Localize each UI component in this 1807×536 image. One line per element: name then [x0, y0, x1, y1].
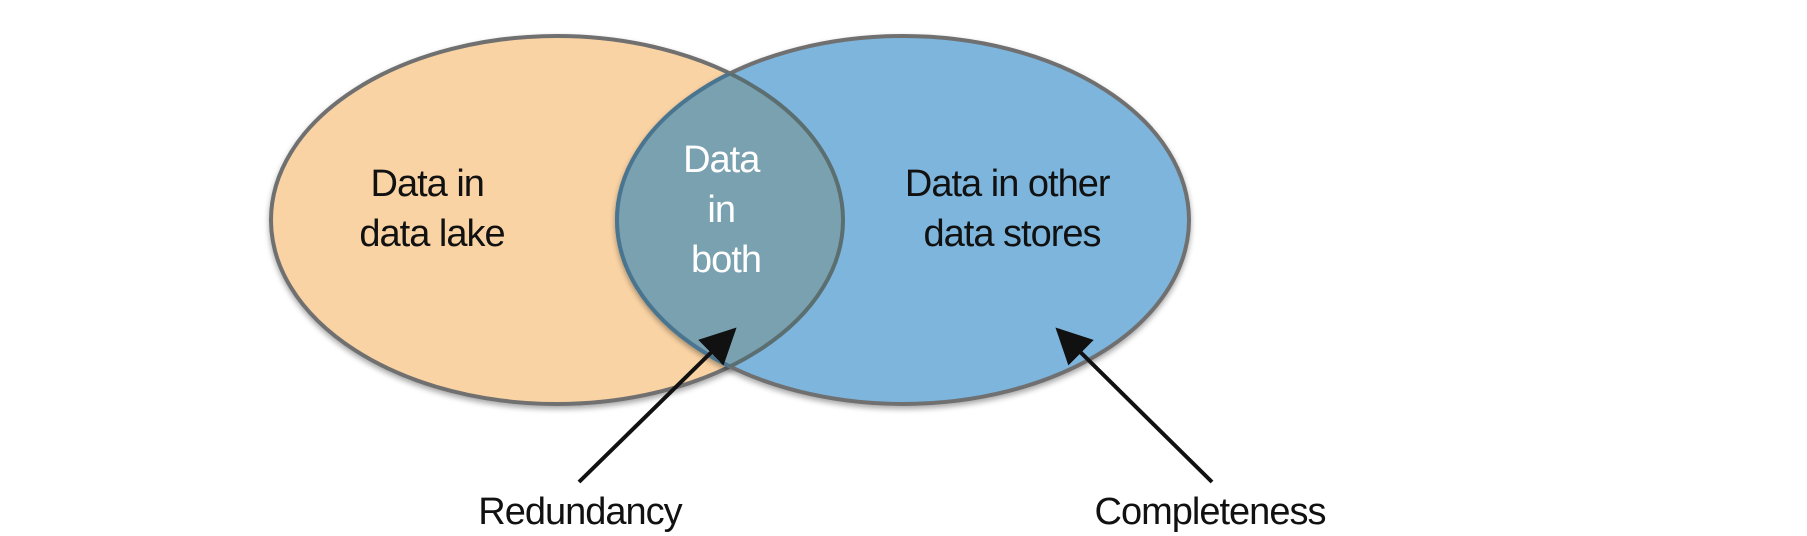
- redundancy-label: Redundancy: [478, 491, 682, 533]
- intersection-label: Data in both: [683, 139, 769, 281]
- completeness-arrow: [1055, 327, 1214, 484]
- intersection-region: [617, 36, 843, 404]
- other-data-stores-label: Data in other data stores: [905, 163, 1119, 255]
- intersection-outline-left: [617, 36, 845, 404]
- redundancy-arrow: [577, 327, 737, 484]
- intersection-outline-right: [615, 36, 843, 404]
- data-lake-label: Data in data lake: [359, 163, 504, 255]
- completeness-label: Completeness: [1095, 491, 1326, 533]
